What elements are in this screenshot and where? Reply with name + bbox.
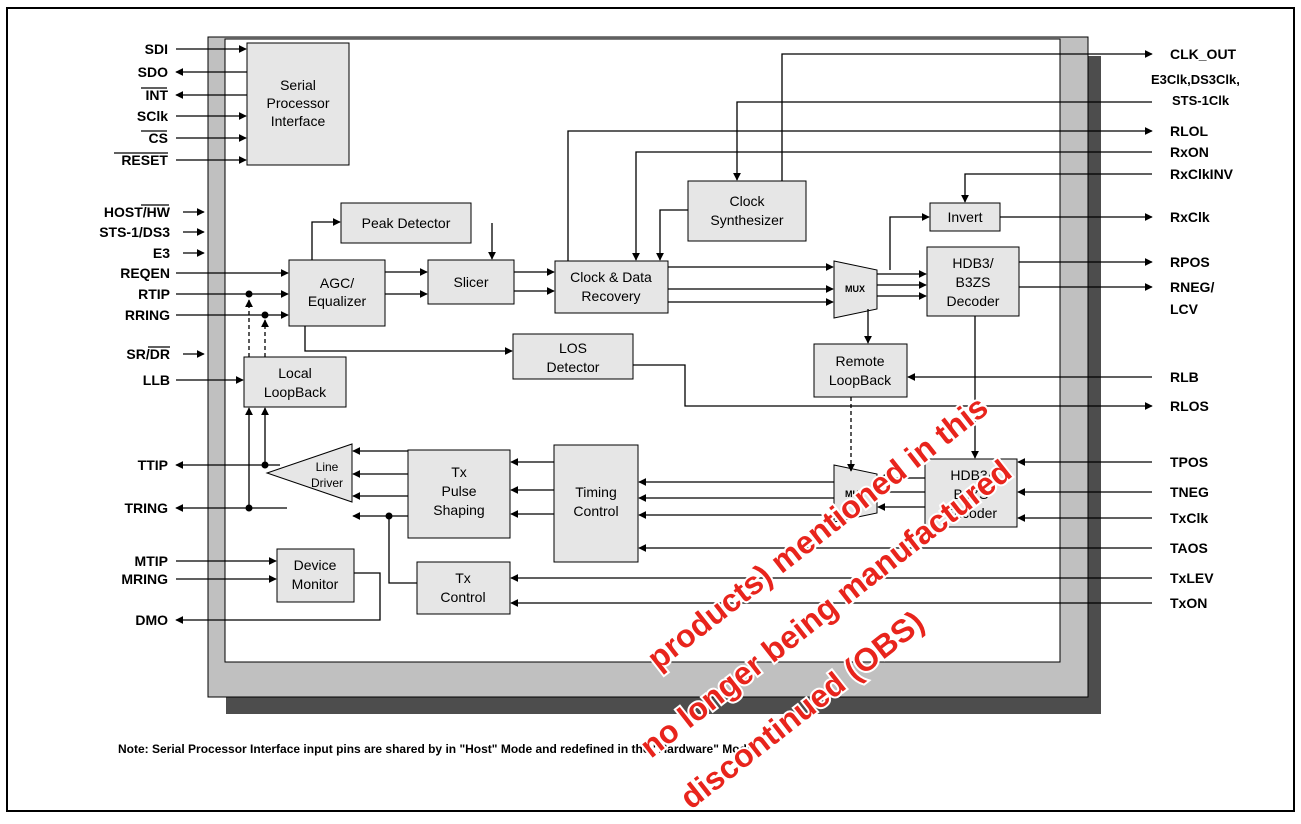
slicer-block: [427, 259, 515, 305]
driver-label-2: Driver: [311, 476, 343, 490]
hdb3-encoder-block: [924, 458, 1018, 528]
cdr-block: [554, 260, 669, 314]
pin-e3: E3: [153, 245, 170, 261]
clock-synth-label-2: Synthesizer: [710, 212, 783, 228]
encoder-label-1: HDB3/: [950, 467, 991, 483]
spi-block: [246, 42, 350, 166]
peak-detector-block: [340, 202, 472, 244]
encoder-label-2: B3ZS: [953, 486, 988, 502]
llb-label-1: Local: [278, 365, 311, 381]
pin-sclk: SClk: [137, 108, 168, 124]
rlb-label-2: LoopBack: [829, 372, 892, 388]
decoder-label-3: Decoder: [947, 293, 1000, 309]
pin-clk-sub1: E3Clk,DS3Clk,: [1151, 72, 1240, 87]
timing-label-2: Control: [573, 503, 618, 519]
tx-mux: [833, 464, 878, 523]
device-monitor-block: [276, 548, 355, 603]
pin-host-hw: HOST/HW: [104, 204, 171, 220]
pin-rring: RRING: [125, 307, 170, 323]
pin-rxon: RxON: [1170, 144, 1209, 160]
decoder-label-2: B3ZS: [955, 274, 990, 290]
pin-sdi: SDI: [145, 41, 168, 57]
pin-reqen: REQEN: [120, 265, 170, 281]
los-detector-block: [512, 333, 634, 380]
los-label-2: Detector: [547, 359, 600, 375]
devmon-label-2: Monitor: [292, 576, 339, 592]
rlb-label-1: Remote: [835, 353, 884, 369]
pulse-label-3: Shaping: [433, 502, 484, 518]
devmon-label-1: Device: [294, 557, 337, 573]
pin-lcv: LCV: [1170, 301, 1199, 317]
pin-rxclkinv: RxClkINV: [1170, 166, 1234, 182]
driver-label-1: Line: [316, 460, 339, 474]
pin-mring: MRING: [121, 571, 168, 587]
pin-sr-dr: SR/DR: [126, 346, 170, 362]
pin-tpos: TPOS: [1170, 454, 1208, 470]
peak-detector-label: Peak Detector: [362, 215, 451, 231]
pin-rlos: RLOS: [1170, 398, 1209, 414]
pin-clk-sub2: STS-1Clk: [1172, 93, 1230, 108]
clock-synthesizer-block: [687, 180, 807, 242]
spi-label-1: Serial: [280, 77, 316, 93]
pin-clk-out: CLK_OUT: [1170, 46, 1237, 62]
clock-synth-label-1: Clock: [729, 193, 765, 209]
pin-mtip: MTIP: [135, 553, 168, 569]
rx-mux: [833, 260, 878, 319]
pin-tring: TRING: [124, 500, 168, 516]
tx-mux-label: MUX: [845, 489, 865, 499]
pin-int: INT: [145, 87, 168, 103]
txctl-label-1: Tx: [455, 570, 471, 586]
agc-label-1: AGC/: [320, 275, 354, 291]
pin-rtip: RTIP: [138, 286, 170, 302]
pin-txclk: TxClk: [1170, 510, 1208, 526]
pin-dmo: DMO: [135, 612, 168, 628]
pin-llb: LLB: [143, 372, 170, 388]
pin-rpos: RPOS: [1170, 254, 1210, 270]
pin-txlev: TxLEV: [1170, 570, 1214, 586]
line-driver-block: [265, 443, 353, 503]
pin-sts-ds3: STS-1/DS3: [99, 224, 170, 240]
slicer-label: Slicer: [453, 274, 488, 290]
footnote: Note: Serial Processor Interface input p…: [118, 742, 757, 756]
encoder-label-3: Encoder: [945, 505, 997, 521]
pin-tneg: TNEG: [1170, 484, 1209, 500]
pin-sdo: SDO: [138, 64, 168, 80]
pin-rlol: RLOL: [1170, 123, 1209, 139]
local-loopback-block: [243, 356, 347, 408]
agc-label-2: Equalizer: [308, 293, 367, 309]
invert-block: [929, 202, 1001, 232]
cdr-label-1: Clock & Data: [570, 269, 652, 285]
llb-label-2: LoopBack: [264, 384, 327, 400]
hdb3-decoder-block: [926, 246, 1020, 317]
tx-control-block: [416, 561, 511, 615]
agc-equalizer-block: [288, 259, 386, 327]
tx-pulse-shaping-block: [407, 449, 511, 539]
pin-txon: TxON: [1170, 595, 1207, 611]
pin-taos: TAOS: [1170, 540, 1208, 556]
cdr-label-2: Recovery: [581, 288, 640, 304]
pin-cs: CS: [149, 130, 168, 146]
spi-label-3: Interface: [271, 113, 326, 129]
decoder-label-1: HDB3/: [952, 255, 993, 271]
timing-label-1: Timing: [575, 484, 617, 500]
los-label-1: LOS: [559, 340, 587, 356]
pulse-label-1: Tx: [451, 464, 467, 480]
timing-control-block: [553, 444, 639, 563]
pulse-label-2: Pulse: [441, 483, 476, 499]
invert-label: Invert: [947, 209, 982, 225]
spi-label-2: Processor: [266, 95, 329, 111]
pin-rlb: RLB: [1170, 369, 1199, 385]
rx-mux-label: MUX: [845, 284, 865, 294]
pin-rneg: RNEG/: [1170, 279, 1214, 295]
remote-loopback-block: [813, 343, 908, 398]
txctl-label-2: Control: [440, 589, 485, 605]
pin-ttip: TTIP: [138, 457, 168, 473]
pin-reset: RESET: [121, 152, 168, 168]
pin-rxclk: RxClk: [1170, 209, 1210, 225]
